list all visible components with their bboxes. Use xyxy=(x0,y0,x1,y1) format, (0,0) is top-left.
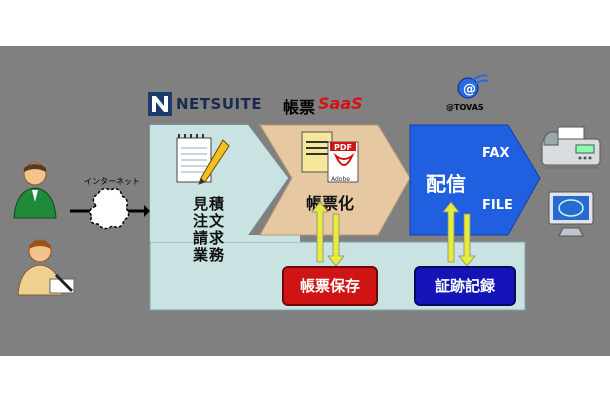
record-sync-arrow xyxy=(443,202,475,266)
storage-sync-arrow xyxy=(312,202,344,266)
fax-machine-icon xyxy=(540,125,602,173)
evidence-record-badge: 証跡記録 xyxy=(414,266,516,306)
form-storage-badge: 帳票保存 xyxy=(282,266,378,306)
computer-icon xyxy=(543,190,599,240)
